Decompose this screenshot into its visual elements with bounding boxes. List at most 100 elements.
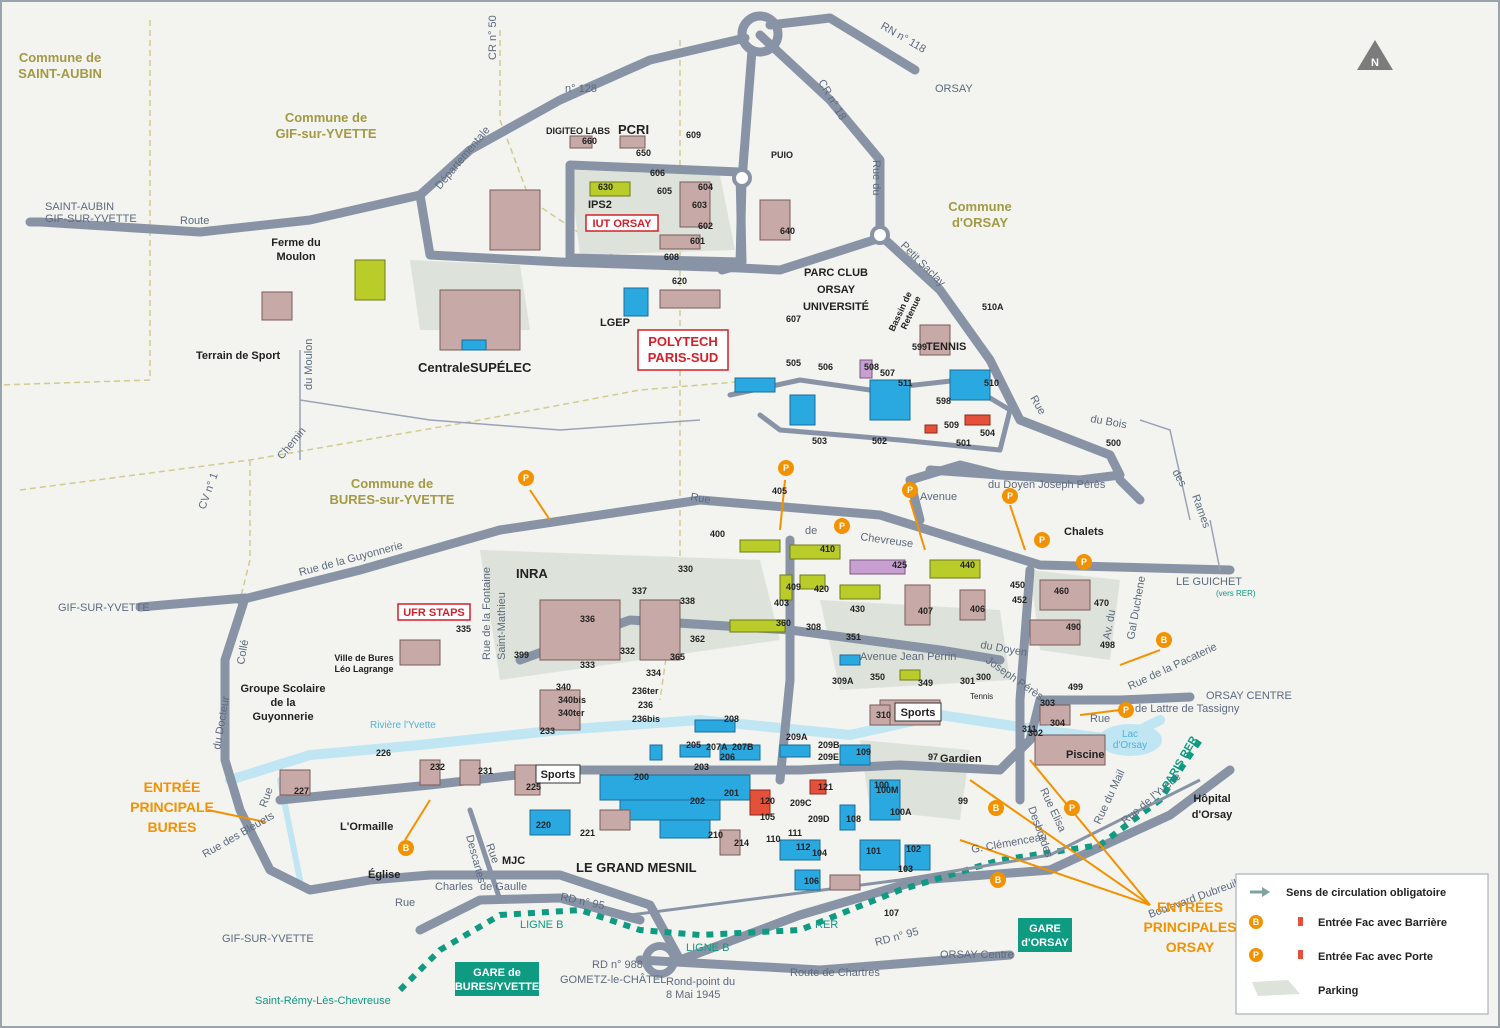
building-340[interactable] bbox=[539, 689, 581, 731]
building-214[interactable] bbox=[719, 829, 741, 856]
building-number-460: 460 bbox=[1054, 586, 1069, 596]
building-100[interactable] bbox=[869, 779, 901, 821]
building-centrale-blue[interactable] bbox=[461, 339, 487, 351]
road-south bbox=[635, 950, 1015, 975]
building-number-304: 304 bbox=[1050, 718, 1065, 728]
building-101[interactable] bbox=[859, 839, 901, 871]
building-number-499: 499 bbox=[1068, 682, 1083, 692]
label-ferme: Ferme du bbox=[271, 237, 321, 249]
entry-arrow bbox=[909, 499, 926, 551]
building-410[interactable] bbox=[789, 544, 841, 560]
building-406[interactable] bbox=[959, 589, 986, 621]
building-number-330: 330 bbox=[678, 564, 693, 574]
building-number-334: 334 bbox=[646, 668, 661, 678]
building-510[interactable] bbox=[949, 369, 991, 401]
building-365[interactable] bbox=[639, 599, 681, 661]
building-number-650: 650 bbox=[636, 148, 651, 158]
building-107[interactable] bbox=[829, 874, 861, 891]
building-409[interactable] bbox=[779, 574, 793, 601]
label-grand-mesnil: LE GRAND MESNIL bbox=[576, 860, 697, 875]
label-hopital: Hôpital bbox=[1193, 793, 1230, 805]
building-gif[interactable] bbox=[489, 189, 541, 251]
building-490[interactable] bbox=[1029, 619, 1081, 646]
building-650[interactable] bbox=[619, 135, 646, 149]
building-number-200: 200 bbox=[634, 772, 649, 782]
building-number-503: 503 bbox=[812, 436, 827, 446]
building-number-232: 232 bbox=[430, 762, 445, 772]
label-de-gaulle: de Gaulle bbox=[480, 881, 527, 893]
building-304[interactable] bbox=[1039, 704, 1071, 726]
building-205[interactable] bbox=[679, 744, 711, 758]
building-120[interactable] bbox=[749, 789, 771, 816]
building-230[interactable] bbox=[599, 809, 631, 831]
pin-barrier: B bbox=[1156, 632, 1172, 648]
building-504[interactable] bbox=[964, 414, 991, 426]
building-509[interactable] bbox=[924, 424, 938, 434]
label-ligne-b-left: LIGNE B bbox=[520, 919, 563, 931]
building-lgep[interactable] bbox=[623, 287, 649, 317]
building-puio[interactable] bbox=[759, 199, 791, 241]
building-number-105: 105 bbox=[760, 812, 775, 822]
building-106[interactable] bbox=[794, 869, 821, 891]
road-rn118 bbox=[765, 13, 920, 75]
building-360[interactable] bbox=[729, 619, 786, 633]
building-208[interactable] bbox=[694, 719, 736, 733]
label-rd988: RD n° 988 bbox=[592, 959, 643, 971]
building-660[interactable] bbox=[569, 135, 593, 149]
label-gare-orsay: GARE bbox=[1029, 923, 1061, 935]
building-601[interactable] bbox=[659, 234, 701, 250]
building-number-209A: 209A bbox=[786, 732, 808, 742]
building-ferme[interactable] bbox=[354, 259, 386, 301]
building-232[interactable] bbox=[419, 759, 441, 786]
building-400[interactable] bbox=[739, 539, 781, 553]
building-number-350: 350 bbox=[870, 672, 885, 682]
building-231[interactable] bbox=[459, 759, 481, 786]
building-207[interactable] bbox=[719, 744, 761, 761]
building-number-337: 337 bbox=[632, 586, 647, 596]
label-orsay-centre-right: ORSAY CENTRE bbox=[1206, 690, 1292, 702]
building-420[interactable] bbox=[799, 574, 826, 590]
building-425[interactable] bbox=[849, 559, 906, 575]
building-number-333: 333 bbox=[580, 660, 595, 670]
building-332[interactable] bbox=[539, 599, 621, 661]
building-210[interactable] bbox=[659, 819, 711, 839]
building-599[interactable] bbox=[919, 324, 951, 356]
building-630[interactable] bbox=[589, 181, 631, 197]
building-407[interactable] bbox=[904, 584, 931, 626]
label-mjc: MJC bbox=[502, 855, 525, 867]
building-430[interactable] bbox=[839, 584, 881, 600]
building-102[interactable] bbox=[904, 844, 931, 871]
building-310[interactable] bbox=[869, 704, 891, 726]
label-puio: PUIO bbox=[771, 150, 793, 160]
building-227[interactable] bbox=[279, 769, 311, 796]
building-200[interactable] bbox=[599, 774, 751, 801]
building-108[interactable] bbox=[839, 804, 856, 831]
building-104[interactable] bbox=[779, 839, 821, 861]
building-236bis[interactable] bbox=[649, 744, 663, 761]
building-620[interactable] bbox=[659, 289, 721, 309]
label-hopital-orsay: d'Orsay bbox=[1192, 809, 1233, 821]
building-209[interactable] bbox=[779, 744, 811, 758]
building-terrain[interactable] bbox=[261, 291, 293, 321]
building-505[interactable] bbox=[734, 377, 776, 393]
building-603[interactable] bbox=[679, 181, 711, 228]
label-route-chartres: Route de Chartres bbox=[790, 967, 880, 979]
building-503[interactable] bbox=[789, 394, 816, 426]
building-502[interactable] bbox=[869, 379, 911, 421]
building-460[interactable] bbox=[1039, 579, 1091, 611]
building-508[interactable] bbox=[859, 359, 873, 379]
label-ips2: IPS2 bbox=[588, 199, 612, 211]
building-440[interactable] bbox=[929, 559, 981, 579]
building-121[interactable] bbox=[809, 779, 827, 795]
building-109[interactable] bbox=[839, 744, 871, 766]
building-335[interactable] bbox=[399, 639, 441, 666]
building-number-640: 640 bbox=[780, 226, 795, 236]
building-351[interactable] bbox=[839, 654, 861, 666]
label-orsay-centre-bottom: ORSAY Centre bbox=[940, 949, 1014, 961]
building-piscine[interactable] bbox=[1034, 734, 1106, 766]
sports-right-box bbox=[894, 702, 942, 722]
building-349[interactable] bbox=[899, 669, 921, 681]
building-220[interactable] bbox=[529, 809, 571, 836]
